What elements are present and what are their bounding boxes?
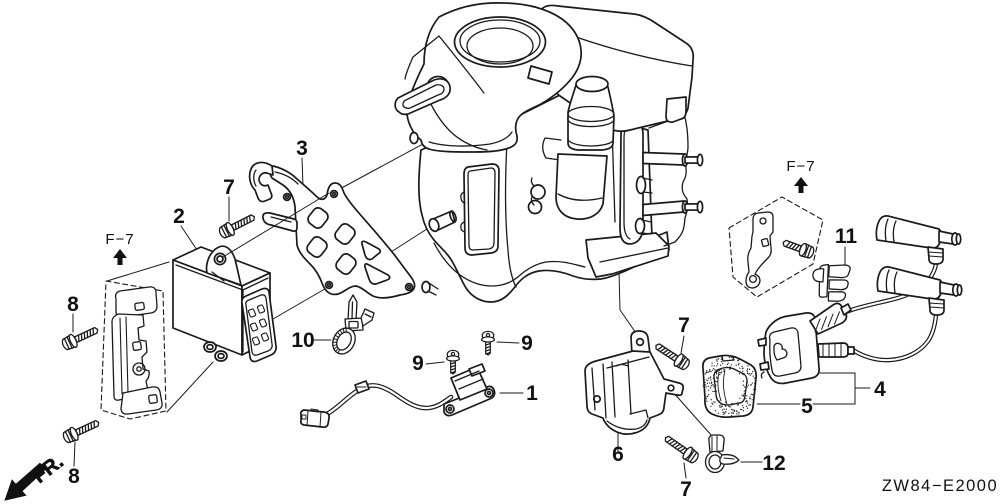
svg-text:7: 7 [680, 478, 692, 501]
svg-text:7: 7 [223, 176, 235, 199]
svg-text:1: 1 [526, 382, 538, 405]
svg-text:7: 7 [678, 314, 690, 337]
svg-text:8: 8 [68, 465, 80, 488]
svg-text:F−7: F−7 [105, 231, 134, 248]
svg-text:9: 9 [412, 352, 424, 375]
svg-text:F−7: F−7 [786, 158, 815, 175]
svg-text:8: 8 [67, 293, 79, 316]
svg-text:5: 5 [801, 395, 813, 418]
svg-text:10: 10 [291, 329, 314, 352]
svg-text:6: 6 [612, 443, 624, 466]
svg-text:12: 12 [762, 452, 785, 475]
svg-text:4: 4 [874, 378, 886, 401]
svg-text:3: 3 [296, 137, 308, 160]
svg-text:2: 2 [173, 205, 185, 228]
svg-text:ZW84−E2000: ZW84−E2000 [882, 477, 998, 495]
svg-text:9: 9 [521, 332, 533, 355]
svg-text:11: 11 [835, 225, 858, 248]
